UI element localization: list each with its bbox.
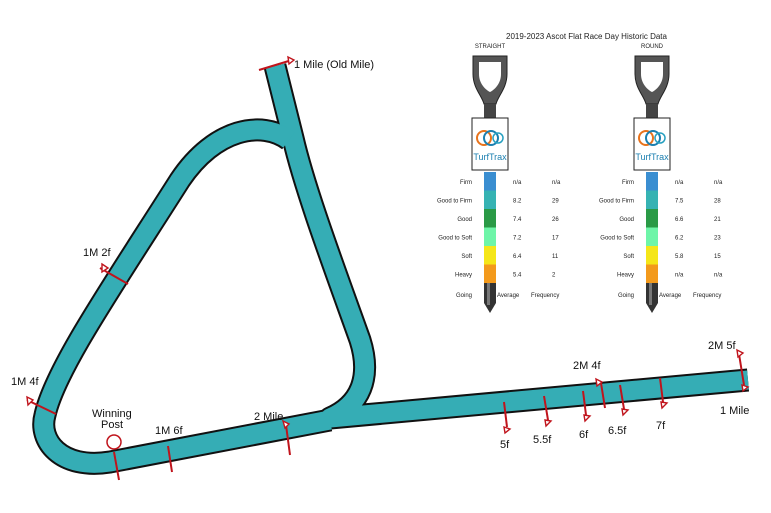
going-label: Soft bbox=[461, 254, 472, 260]
spade-tip-shine bbox=[649, 283, 652, 305]
turftrax-logo-icon bbox=[492, 132, 504, 144]
label-1m-6f: 1M 6f bbox=[155, 425, 183, 437]
going-label: Good to Soft bbox=[438, 236, 472, 242]
going-band bbox=[484, 227, 496, 246]
going-frequency: 21 bbox=[714, 217, 721, 223]
label-1m-2f: 1M 2f bbox=[83, 247, 111, 259]
going-frequency: 26 bbox=[552, 217, 559, 223]
going-frequency: 15 bbox=[714, 254, 721, 260]
going-band bbox=[646, 227, 658, 246]
going-average: 6.4 bbox=[513, 254, 522, 260]
going-frequency: 29 bbox=[552, 199, 559, 205]
label-1-mile: 1 Mile bbox=[720, 405, 749, 417]
label-1-mile-old-mile: 1 Mile (Old Mile) bbox=[294, 59, 374, 71]
turftrax-logo-icon bbox=[654, 132, 666, 144]
going-average: n/a bbox=[675, 273, 684, 279]
footer-going: Going bbox=[618, 293, 634, 299]
going-band bbox=[484, 246, 496, 265]
going-average: 7.2 bbox=[513, 236, 522, 242]
spade-handle-grip bbox=[641, 62, 663, 92]
going-average: 5.8 bbox=[675, 254, 684, 260]
winning-post-marker bbox=[106, 434, 122, 450]
going-band bbox=[484, 172, 496, 191]
going-frequency: 2 bbox=[552, 273, 556, 279]
footer-frequency: Frequency bbox=[693, 293, 721, 299]
gauge-name: ROUND bbox=[641, 44, 664, 50]
going-label: Good bbox=[457, 217, 472, 223]
racecourse-track bbox=[32, 63, 750, 475]
footer-frequency: Frequency bbox=[531, 293, 559, 299]
going-band bbox=[646, 246, 658, 265]
label-2m-4f: 2M 4f bbox=[573, 360, 601, 372]
going-label: Heavy bbox=[617, 273, 634, 279]
going-frequency: n/a bbox=[552, 180, 561, 186]
going-band bbox=[646, 190, 658, 209]
going-label: Good bbox=[619, 217, 634, 223]
spade-tip-shine bbox=[487, 283, 490, 305]
going-average: n/a bbox=[675, 180, 684, 186]
label-5-5f: 5.5f bbox=[533, 434, 552, 446]
footer-average: Average bbox=[659, 293, 682, 299]
chart-title: 2019-2023 Ascot Flat Race Day Historic D… bbox=[506, 32, 668, 41]
turftrax-logo-icon bbox=[483, 130, 499, 146]
turftrax-logo-icon bbox=[645, 130, 661, 146]
spade-shaft bbox=[646, 104, 658, 118]
turftrax-logo-icon bbox=[476, 130, 492, 146]
marker-labels: 1 Mile (Old Mile) 1M 2f 1M 4f Winning Po… bbox=[11, 59, 749, 451]
going-label: Firm bbox=[460, 180, 472, 186]
label-6f: 6f bbox=[579, 429, 589, 441]
going-band bbox=[646, 209, 658, 228]
label-2m-5f: 2M 5f bbox=[708, 340, 736, 352]
going-average: 5.4 bbox=[513, 273, 522, 279]
label-1m-4f: 1M 4f bbox=[11, 376, 39, 388]
footer-going: Going bbox=[456, 293, 472, 299]
going-label: Good to Firm bbox=[437, 199, 472, 205]
spade-shaft bbox=[484, 104, 496, 118]
label-post: Post bbox=[101, 419, 123, 431]
footer-average: Average bbox=[497, 293, 520, 299]
going-frequency: 28 bbox=[714, 199, 721, 205]
going-frequency: n/a bbox=[714, 180, 723, 186]
going-average: 8.2 bbox=[513, 199, 522, 205]
marker-flags bbox=[26, 55, 750, 435]
going-band bbox=[646, 172, 658, 191]
going-frequency: 17 bbox=[552, 236, 559, 242]
turftrax-brand-name: TurfTrax bbox=[473, 152, 507, 162]
going-label: Good to Soft bbox=[600, 236, 634, 242]
going-average: 7.4 bbox=[513, 217, 522, 223]
gauge-name: STRAIGHT bbox=[475, 44, 506, 50]
spade-handle-grip bbox=[479, 62, 501, 92]
going-band bbox=[484, 264, 496, 283]
going-label: Firm bbox=[622, 180, 634, 186]
label-7f: 7f bbox=[656, 420, 666, 432]
going-average: 7.5 bbox=[675, 199, 684, 205]
going-band bbox=[484, 209, 496, 228]
going-average: 6.2 bbox=[675, 236, 684, 242]
going-average: n/a bbox=[513, 180, 522, 186]
going-label: Soft bbox=[623, 254, 634, 260]
going-frequency: 11 bbox=[552, 254, 559, 260]
going-label: Good to Firm bbox=[599, 199, 634, 205]
label-5f: 5f bbox=[500, 439, 510, 451]
going-frequency: 23 bbox=[714, 236, 721, 242]
turftrax-logo-icon bbox=[638, 130, 654, 146]
going-band bbox=[484, 190, 496, 209]
going-label: Heavy bbox=[455, 273, 472, 279]
going-band bbox=[646, 264, 658, 283]
label-6-5f: 6.5f bbox=[608, 425, 627, 437]
label-winning: Winning bbox=[92, 408, 132, 420]
going-frequency: n/a bbox=[714, 273, 723, 279]
label-2-mile: 2 Mile bbox=[254, 411, 283, 423]
turftrax-brand-name: TurfTrax bbox=[635, 152, 669, 162]
going-average: 6.6 bbox=[675, 217, 684, 223]
